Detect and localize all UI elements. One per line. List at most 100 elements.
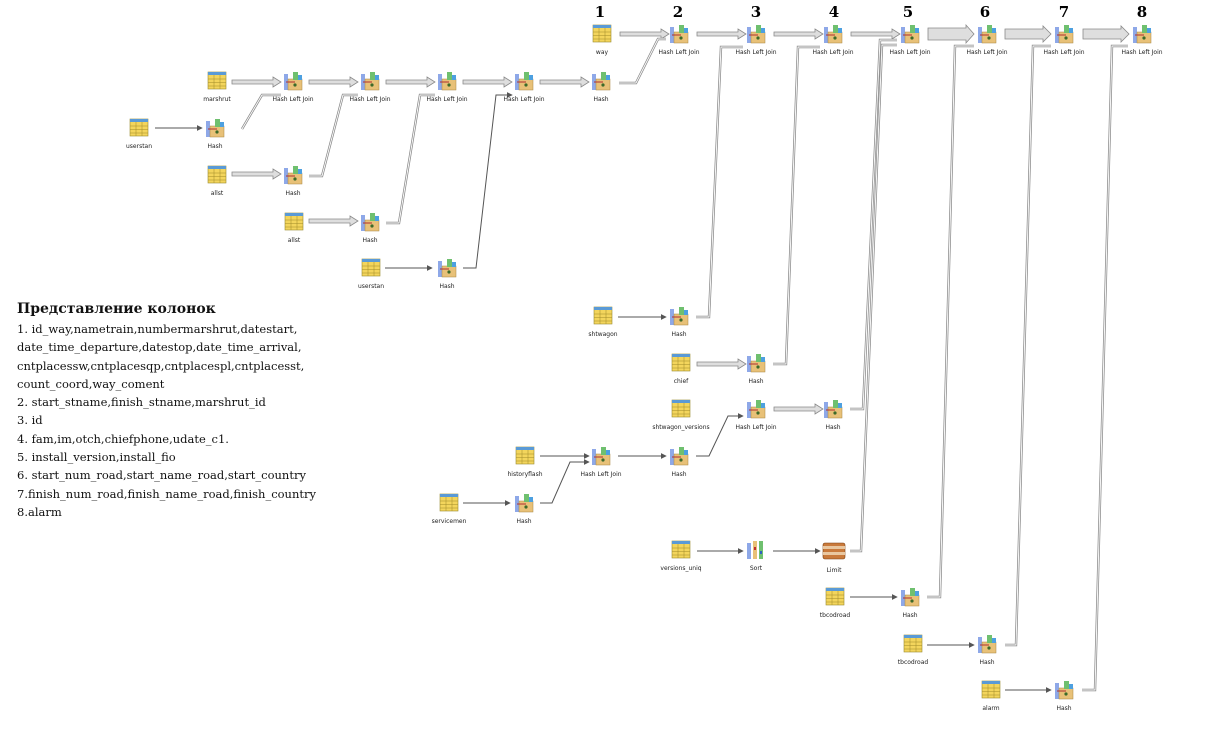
plan-node-shtwagon: shtwagon xyxy=(588,306,618,338)
plan-node-hash-shtwagon: Hash xyxy=(669,306,689,338)
legend-line: 7.finish_num_road,finish_name_road,finis… xyxy=(17,486,316,501)
plan-node-chief: chief xyxy=(671,353,691,385)
plan-node-joinD: Hash Left Join xyxy=(503,71,545,103)
node-label: Hash xyxy=(207,143,222,150)
node-label: Hash xyxy=(671,471,686,478)
legend-line: 8.alarm xyxy=(17,504,62,519)
plan-node-shtwagon-versions: shtwagon_versions xyxy=(652,399,710,431)
op-node-icon xyxy=(669,446,689,466)
column-number: 7 xyxy=(1059,3,1069,21)
column-number: 3 xyxy=(751,3,761,21)
node-label: marshrut xyxy=(203,96,231,103)
node-label: chief xyxy=(674,378,689,385)
legend-line: 6. start_num_road,start_name_road,start_… xyxy=(17,468,306,483)
column-number: 8 xyxy=(1137,3,1147,21)
table-icon xyxy=(592,24,612,43)
node-label: Hash xyxy=(1056,705,1071,712)
op-node-icon xyxy=(283,71,303,91)
plan-node-userstan2: userstan xyxy=(358,258,384,290)
plan-node-userstan1: userstan xyxy=(126,118,152,150)
table-icon xyxy=(129,118,149,137)
node-label: Hash Left Join xyxy=(658,49,699,56)
node-label: Hash Left Join xyxy=(1121,49,1162,56)
plan-node-hash-userstan1: Hash xyxy=(205,118,225,150)
node-label: Hash Left Join xyxy=(426,96,467,103)
node-label: Hash Left Join xyxy=(812,49,853,56)
op-node-icon xyxy=(437,71,457,91)
table-icon xyxy=(439,493,459,512)
plan-node-tbcodroad2: tbcodroad xyxy=(898,634,929,666)
op-node-icon xyxy=(746,24,766,44)
plan-node-sort: Sort xyxy=(747,541,763,572)
op-node-icon xyxy=(669,24,689,44)
node-label: historyflash xyxy=(507,471,542,478)
legend-title: Представление колонок xyxy=(17,301,216,317)
op-node-icon xyxy=(746,399,766,419)
table-icon xyxy=(671,399,691,418)
plan-node-join8: Hash Left Join xyxy=(1121,24,1163,56)
table-icon xyxy=(593,306,613,325)
plan-node-tbcodroad1: tbcodroad xyxy=(820,587,850,619)
node-label: Hash Left Join xyxy=(272,96,313,103)
op-node-icon xyxy=(977,24,997,44)
plan-node-hash-tbcodroad2: Hash xyxy=(977,634,997,666)
column-number: 6 xyxy=(980,3,990,21)
node-label: allst xyxy=(211,190,224,197)
node-label: Sort xyxy=(750,565,763,572)
op-node-icon xyxy=(514,71,534,91)
table-icon xyxy=(515,446,535,465)
plan-node-join6: Hash Left Join xyxy=(966,24,1008,56)
node-label: Hash xyxy=(593,96,608,103)
op-node-icon xyxy=(823,399,843,419)
legend-line: count_coord,way_coment xyxy=(17,376,165,391)
node-label: shtwagon xyxy=(588,331,617,338)
node-label: Hash Left Join xyxy=(1043,49,1084,56)
legend-line: 2. start_stname,finish_stname,marshrut_i… xyxy=(17,395,266,410)
plan-node-historyflash: historyflash xyxy=(507,446,543,478)
node-label: Hash Left Join xyxy=(889,49,930,56)
table-icon xyxy=(671,540,691,559)
plan-node-hash-allst1: Hash xyxy=(283,165,303,197)
op-node-icon xyxy=(205,118,225,138)
op-node-icon xyxy=(1132,24,1152,44)
op-node-icon xyxy=(514,493,534,513)
plan-node-way: way xyxy=(592,24,612,56)
table-icon xyxy=(671,353,691,372)
op-node-icon xyxy=(1054,680,1074,700)
thick-arrows xyxy=(231,23,1130,415)
plan-node-hash-allst2: Hash xyxy=(360,212,380,244)
legend-line: 4. fam,im,otch,chiefphone,udate_c1. xyxy=(17,431,229,446)
plan-node-versions-uniq: versions_uniq xyxy=(660,540,702,572)
plan-node-marshrut: marshrut xyxy=(203,71,231,103)
edges xyxy=(155,23,1130,693)
table-icon xyxy=(361,258,381,277)
plan-node-join3: Hash Left Join xyxy=(735,24,777,56)
node-label: Hash xyxy=(825,424,840,431)
table-icon xyxy=(207,165,227,184)
node-label: userstan xyxy=(358,283,384,290)
node-label: servicemen xyxy=(432,518,467,525)
plan-node-limit: Limit xyxy=(822,542,846,574)
op-node-icon xyxy=(823,24,843,44)
node-label: tbcodroad xyxy=(898,659,929,666)
table-icon xyxy=(284,212,304,231)
node-label: shtwagon_versions xyxy=(652,424,709,431)
plan-node-allst1: allst xyxy=(207,165,227,197)
node-label: Hash Left Join xyxy=(735,49,776,56)
node-label: Hash xyxy=(748,378,763,385)
node-label: way xyxy=(596,49,609,56)
plan-node-join2: Hash Left Join xyxy=(658,24,700,56)
plan-node-join7: Hash Left Join xyxy=(1043,24,1085,56)
op-node-icon xyxy=(669,306,689,326)
plan-node-joinB: Hash Left Join xyxy=(349,71,391,103)
node-label: Hash Left Join xyxy=(349,96,390,103)
column-number: 4 xyxy=(829,3,839,21)
plan-node-hash-chief: Hash xyxy=(746,353,766,385)
op-node-icon xyxy=(746,353,766,373)
op-node-icon xyxy=(360,71,380,91)
op-node-icon xyxy=(437,258,457,278)
node-label: Hash xyxy=(285,190,300,197)
node-label: Hash xyxy=(362,237,377,244)
